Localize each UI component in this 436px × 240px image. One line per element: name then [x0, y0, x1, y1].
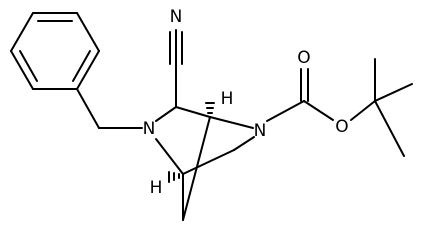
cyano-group — [169, 29, 183, 108]
hydrogen-bottom-label: H — [150, 178, 163, 198]
boc-group — [266, 58, 413, 157]
carbonyl-o-bond — [303, 100, 334, 121]
benzene-double-bond — [19, 50, 38, 82]
benzene-bond — [76, 12, 100, 52]
bicyclic-core — [155, 106, 255, 221]
carbonyl-oxygen-label: O — [297, 48, 310, 68]
structure-canvas: N H H — [10, 7, 413, 221]
stereo-hash-top — [205, 102, 215, 114]
ch2-n-bond — [233, 136, 255, 151]
chemical-structure-drawing: N H H — [10, 7, 413, 221]
bridgehead-n-bond — [209, 116, 254, 129]
nitrile-nitrogen-label: N — [170, 7, 183, 27]
o-tbutyl-bond — [350, 100, 376, 121]
benzyl-linker — [76, 88, 143, 129]
ring-nitrogen-left-label: N — [143, 119, 156, 139]
benzene-bond — [10, 12, 34, 52]
benzene-ring — [10, 12, 100, 90]
benzene-double-bond — [72, 50, 91, 82]
ester-oxygen-label: O — [335, 117, 348, 137]
n-ccn-bond — [155, 106, 177, 122]
ccn-bridgehead-bond — [175, 106, 211, 118]
hydrogen-top-label: H — [221, 89, 234, 109]
tbutyl-methyl-bond — [374, 100, 405, 157]
ring-nitrogen-right-label: N — [254, 121, 267, 141]
n-carbonyl-bond — [266, 100, 305, 122]
benzene-bond — [76, 50, 100, 90]
tbutyl-methyl-bond — [374, 83, 413, 102]
stereo-hash-bottom — [168, 171, 180, 183]
benzene-bond — [10, 50, 34, 90]
benzyl-bond — [76, 88, 100, 129]
n-bridgehead-bond — [155, 138, 184, 175]
bridgehead-ch2-bond — [182, 149, 235, 175]
